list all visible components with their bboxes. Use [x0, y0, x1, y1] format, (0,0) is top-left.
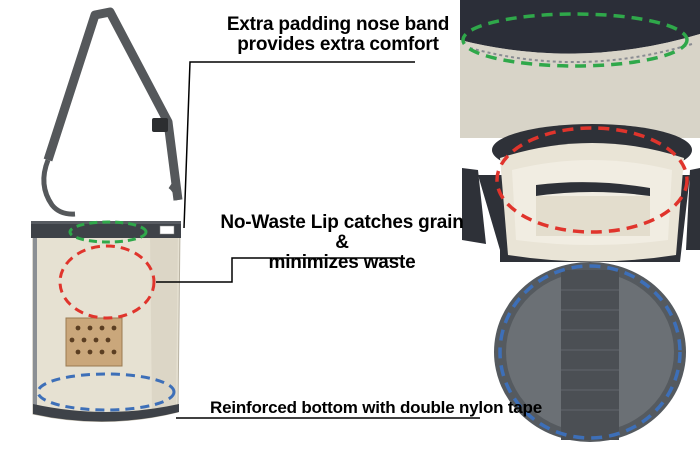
bottom-band: [33, 404, 179, 422]
callout-nose-band-line1: Extra padding nose band: [226, 14, 450, 35]
callout-bottom: Reinforced bottom with double nylon tape: [210, 399, 542, 417]
photo-nose-band: [460, 0, 700, 138]
bottom-marker: [36, 372, 176, 412]
callout-lip-line2: minimizes waste: [268, 251, 416, 273]
callout-nose-band-line2: provides extra comfort: [237, 33, 439, 55]
callout-no-waste-lip: No-Waste Lip catches grain & minimizes w…: [212, 213, 472, 273]
strap-buckle: [152, 118, 168, 132]
bag-main: [31, 7, 183, 423]
photo-bottom: [480, 262, 700, 449]
no-waste-lip-marker: [58, 244, 156, 320]
patch-holes: [69, 325, 117, 355]
nose-band-marker: [68, 220, 148, 244]
callout-lip-line1: No-Waste Lip catches grain &: [220, 212, 464, 253]
callout-nose-band: Extra padding nose band provides extra c…: [208, 15, 468, 55]
shoulder-strap: [43, 7, 183, 201]
callout-bottom-line1: Reinforced bottom with double nylon tape: [210, 398, 542, 417]
photo-lip: [462, 124, 700, 268]
leather-patch: [65, 317, 123, 367]
